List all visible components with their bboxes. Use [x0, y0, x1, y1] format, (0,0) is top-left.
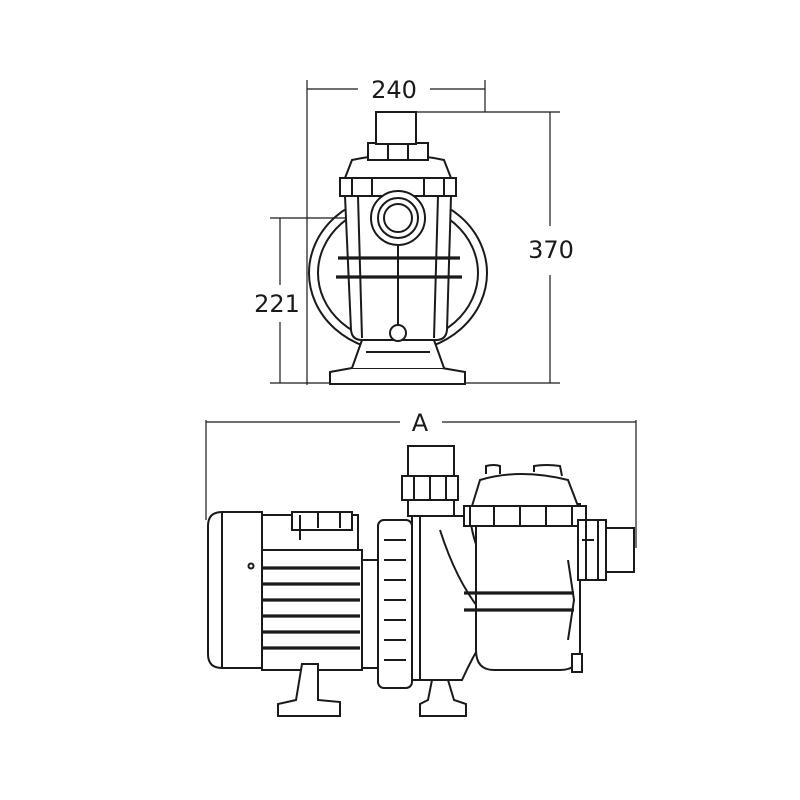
inlet-port — [370, 190, 426, 246]
side-dimension-lines — [205, 420, 637, 548]
strainer-lid-side — [463, 464, 587, 527]
drain-plug-icon — [389, 324, 407, 342]
inlet-union — [577, 519, 635, 581]
outlet-pipe — [401, 445, 459, 517]
terminal-box — [261, 511, 359, 551]
screw-icon — [247, 562, 255, 570]
side-view: A — [205, 409, 637, 717]
strainer-lid — [339, 111, 457, 197]
drain-plug-side — [571, 653, 583, 673]
motor-flange — [361, 519, 413, 689]
strainer-pot — [464, 503, 581, 671]
strainer-basket — [336, 195, 462, 342]
front-base — [329, 339, 466, 385]
pump-base — [419, 679, 467, 717]
motor-fan-cover — [207, 511, 263, 669]
dimension-height: 370 — [528, 236, 574, 264]
dimension-axis-height: 221 — [254, 290, 300, 318]
dimension-width: 240 — [371, 76, 417, 104]
motor-body — [247, 549, 363, 671]
motor-foot — [277, 663, 341, 717]
front-view: 240 370 221 — [254, 76, 574, 385]
dimension-length: A — [412, 409, 429, 437]
